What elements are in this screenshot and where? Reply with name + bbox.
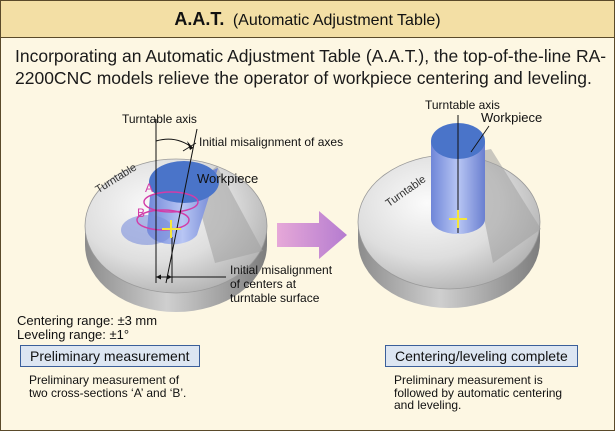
- leveling-range: Leveling range: ±1°: [17, 327, 130, 342]
- section-a-label: A: [145, 181, 154, 195]
- right-arrow-icon: [277, 211, 347, 259]
- adjustment-ranges: Centering range: ±3 mm Leveling range: ±…: [17, 314, 157, 342]
- step-preliminary-description: Preliminary measurement of two cross-sec…: [29, 373, 187, 400]
- header-full-name: (Automatic Adjustment Table): [232, 12, 441, 29]
- left-center-mark-icon: [162, 220, 181, 238]
- right-turntable-axis-label: Turntable axis: [425, 98, 500, 112]
- step-centering-complete: Centering/leveling complete: [385, 345, 578, 367]
- step-preliminary-measurement: Preliminary measurement: [20, 345, 200, 367]
- workpiece-axis-line: [165, 128, 198, 284]
- centering-range: Centering range: ±3 mm: [17, 313, 158, 328]
- workpiece-label: Workpiece: [197, 171, 259, 186]
- header-abbreviation: A.A.T.: [174, 9, 225, 29]
- misalignment-axes-label: Initial misalignment of axes: [199, 135, 344, 149]
- misalignment-angle-arc: [155, 138, 194, 149]
- turntable-axis-label: Turntable axis: [122, 112, 197, 126]
- section-b-label: B: [137, 206, 146, 220]
- right-center-mark-icon: [449, 210, 467, 228]
- section-a-ring: [143, 191, 199, 213]
- step-complete-description: Preliminary measurement is followed by a…: [394, 373, 563, 412]
- right-turntable: [357, 149, 541, 308]
- intro-paragraph: Incorporating an Automatic Adjustment Ta…: [15, 46, 607, 88]
- right-workpiece-label: Workpiece: [481, 110, 543, 125]
- misalignment-centers-label: Initial misalignment of centers at turnt…: [230, 263, 333, 305]
- panel-header: A.A.T. (Automatic Adjustment Table): [1, 1, 614, 38]
